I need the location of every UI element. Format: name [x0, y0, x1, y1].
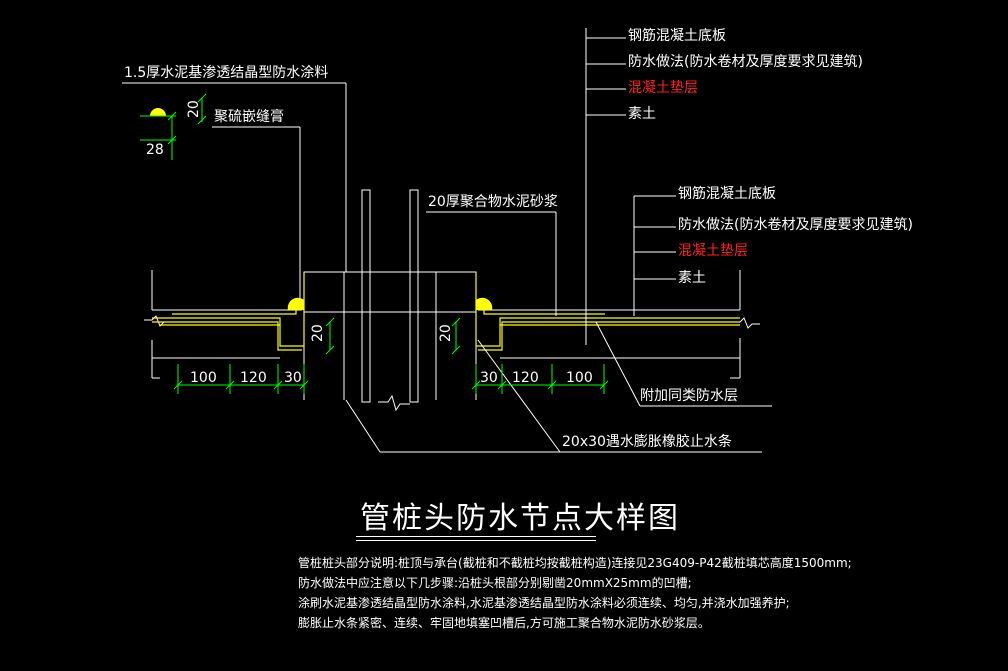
drawing-title: 管桩头防水节点大样图 [360, 501, 680, 536]
sealant-left [287, 297, 304, 310]
sealant-label: 聚硫嵌缝膏 [214, 108, 284, 125]
note-line: 防水做法中应注意以下几步骤:沿桩头根部分别剔凿20mmX25mm的凹槽; [298, 576, 692, 590]
title-underline-second [356, 540, 596, 541]
stack-top-item-2: 防水做法(防水卷材及厚度要求见建筑) [628, 54, 863, 70]
dim-left-1: 100 [190, 370, 217, 386]
coating-label: 1.5厚水泥基渗透结晶型防水涂料 [124, 64, 328, 81]
extra-layer-label: 附加同类防水层 [640, 388, 738, 404]
mortar-label: 20厚聚合物水泥砂浆 [428, 194, 558, 210]
diagram-labels: 1.5厚水泥基渗透结晶型防水涂料 聚硫嵌缝膏 20厚聚合物水泥砂浆 钢筋混凝土底… [124, 27, 913, 450]
note-line: 管桩桩头部分说明:桩顶与承台(截桩和不截桩均按截桩构造)连接见23G409-P4… [298, 556, 852, 570]
stack-mid-item-4: 素土 [678, 270, 706, 286]
dim-left-2: 120 [240, 370, 267, 386]
stack-mid-item-1: 钢筋混凝土底板 [678, 185, 776, 202]
dim-20-top: 20 [186, 100, 202, 118]
leader-lines [122, 28, 772, 453]
sealant-right [476, 297, 493, 310]
slab-outline [144, 270, 760, 379]
dimension-lines [140, 93, 609, 394]
title-underline [356, 536, 596, 537]
note-line: 膨胀止水条紧密、连续、牢固地填塞凹槽后,方可施工聚合物水泥防水砂浆层。 [298, 616, 710, 630]
note-line: 涂刷水泥基渗透结晶型防水涂料,水泥基渗透结晶型防水涂料必须连续、均匀,并浇水加强… [298, 596, 790, 610]
dim-right-1: 30 [480, 370, 498, 386]
dim-right-3: 100 [566, 370, 593, 386]
water-stop-label: 20x30遇水膨胀橡胶止水条 [562, 433, 732, 450]
dim-left-3: 30 [284, 370, 302, 386]
stack-mid-item-3: 混凝土垫层 [678, 243, 748, 259]
stack-top-item-3: 混凝土垫层 [628, 80, 698, 96]
stack-top-item-4: 素土 [628, 106, 656, 122]
stack-mid-item-2: 防水做法(防水卷材及厚度要求见建筑) [678, 217, 913, 233]
dim-20-left: 20 [310, 324, 326, 342]
stack-top-item-1: 钢筋混凝土底板 [628, 27, 726, 44]
pile-head [303, 189, 477, 412]
sealant-legend-icon [150, 108, 166, 116]
dim-20-right: 20 [438, 324, 454, 342]
notes-block: 管桩桩头部分说明:桩顶与承台(截桩和不截桩均按截桩构造)连接见23G409-P4… [298, 553, 852, 633]
dim-right-2: 120 [512, 370, 539, 386]
dim-28: 28 [146, 142, 164, 158]
